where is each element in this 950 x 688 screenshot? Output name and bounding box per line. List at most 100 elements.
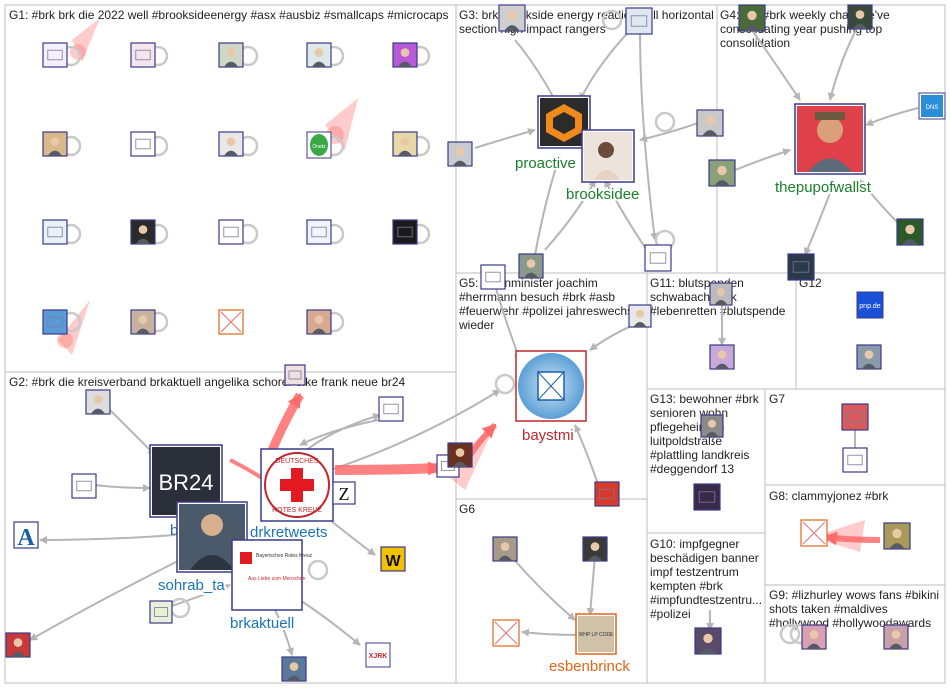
broken-image-icon xyxy=(494,621,518,645)
group-label-g10: G10: impfgegner beschädigen banner impf … xyxy=(650,537,765,621)
node-brkaktuell[interactable]: Bayerisches Rotes Kreuz Aus Liebe zum Me… xyxy=(231,539,313,611)
node-thepupofwallst[interactable] xyxy=(794,103,866,175)
node-broken-image[interactable] xyxy=(800,519,828,547)
node-broken-image[interactable] xyxy=(492,619,520,647)
node-avatar[interactable] xyxy=(708,159,736,187)
node-avatar[interactable] xyxy=(801,624,827,650)
node-avatar[interactable] xyxy=(71,473,97,499)
node-avatar[interactable] xyxy=(130,309,156,335)
group-label-g7: G7 xyxy=(769,392,785,406)
avatar-icon xyxy=(500,542,510,551)
self-loop-icon xyxy=(57,332,73,348)
node-avatar[interactable] xyxy=(498,4,526,32)
node-avatar[interactable] xyxy=(130,42,156,68)
node-avatar[interactable] xyxy=(218,42,244,68)
node-avatar[interactable] xyxy=(306,309,332,335)
node-xjrk[interactable]: XJRK xyxy=(365,642,391,668)
edge-strong xyxy=(334,461,442,476)
node-avatar[interactable] xyxy=(594,481,620,507)
node-brooksidee[interactable] xyxy=(581,129,635,183)
node-avatar[interactable] xyxy=(883,522,911,550)
node-avatar[interactable] xyxy=(709,344,735,370)
node-avatar[interactable] xyxy=(284,364,306,386)
node-label-brooksidee-text: brooksidee xyxy=(566,186,639,203)
edge xyxy=(274,609,294,656)
xjrk-logo-text: XJRK xyxy=(369,653,388,660)
node-w-logo[interactable]: W xyxy=(380,546,406,572)
node-avatar[interactable] xyxy=(447,141,473,167)
node-onetz[interactable]: Onetz xyxy=(306,131,332,159)
node-avatar[interactable] xyxy=(694,627,722,655)
node-avatar[interactable] xyxy=(218,131,244,157)
node-avatar[interactable] xyxy=(856,344,882,370)
node-avatar[interactable] xyxy=(709,282,733,306)
edge xyxy=(94,483,151,492)
node-avatar[interactable] xyxy=(306,42,332,68)
edge xyxy=(827,21,861,101)
node-label-thepupofwallst-text: thepupofwallst xyxy=(775,179,872,196)
node-avatar[interactable] xyxy=(42,309,68,335)
edge xyxy=(751,29,801,101)
node-avatar[interactable] xyxy=(842,447,868,473)
logo-icon xyxy=(383,403,399,415)
node-avatar[interactable] xyxy=(149,600,173,624)
logo-icon xyxy=(397,226,413,238)
node-avatar[interactable] xyxy=(130,131,156,157)
node-avatar[interactable] xyxy=(896,218,924,246)
node-avatar[interactable] xyxy=(392,131,418,157)
node-avatar[interactable] xyxy=(696,109,724,137)
group-label-g3: G3: brk brookside energy readies drill h… xyxy=(459,8,717,36)
node-avatar[interactable] xyxy=(644,244,672,272)
node-avatar[interactable] xyxy=(130,219,156,245)
node-avatar[interactable] xyxy=(42,219,68,245)
node-avatar[interactable] xyxy=(281,656,307,682)
node-avatar[interactable] xyxy=(693,483,721,511)
node-avatar[interactable] xyxy=(218,219,244,245)
node-avatar[interactable] xyxy=(392,42,418,68)
node-z-logo[interactable]: Z xyxy=(332,481,356,505)
node-avatar[interactable] xyxy=(492,536,518,562)
avatar-icon xyxy=(598,142,614,158)
node-a-logo[interactable]: A xyxy=(13,521,39,551)
edge-strong xyxy=(823,531,881,546)
node-sohrab[interactable] xyxy=(176,501,248,573)
node-baystmi[interactable] xyxy=(515,350,587,422)
node-avatar[interactable] xyxy=(85,389,111,415)
edge xyxy=(329,389,501,471)
node-avatar[interactable] xyxy=(5,632,31,658)
node-avatar[interactable] xyxy=(841,403,869,431)
node-avatar[interactable] xyxy=(306,219,332,245)
node-proactive[interactable] xyxy=(537,95,591,149)
node-dns[interactable]: DNS xyxy=(918,92,946,120)
node-avatar[interactable] xyxy=(518,253,544,279)
node-avatar[interactable] xyxy=(392,219,418,245)
node-avatar[interactable] xyxy=(700,414,724,438)
avatar-icon xyxy=(138,225,148,234)
logo-icon xyxy=(288,370,302,380)
node-avatar[interactable] xyxy=(480,264,506,290)
node-pnp[interactable]: pnp.de xyxy=(856,291,884,319)
logo-icon xyxy=(649,252,667,264)
group-boxes xyxy=(4,4,946,684)
node-avatar[interactable] xyxy=(42,131,68,157)
node-avatar[interactable] xyxy=(883,624,909,650)
brk-logo-text: Bayerisches Rotes Kreuz xyxy=(256,553,313,559)
node-avatar[interactable] xyxy=(378,396,404,422)
node-avatar[interactable] xyxy=(847,4,873,30)
node-avatar[interactable] xyxy=(447,442,473,468)
avatar-icon xyxy=(892,528,902,539)
node-avatar[interactable] xyxy=(787,253,815,281)
node-avatar[interactable] xyxy=(582,536,608,562)
avatar-icon xyxy=(703,633,713,644)
node-esbenbrinck[interactable]: WHP LP CODE xyxy=(575,613,617,655)
node-label-thepupofwallst: thepupofwallst xyxy=(775,179,872,196)
node-drkretweets[interactable]: DEUTSCHES ROTES KREUZ xyxy=(260,448,334,522)
edge xyxy=(299,599,361,646)
node-avatar[interactable] xyxy=(738,4,766,32)
node-avatar[interactable] xyxy=(42,42,68,68)
node-avatar[interactable] xyxy=(628,304,652,328)
group-label-g6: G6 xyxy=(459,502,475,516)
node-broken-image[interactable] xyxy=(218,309,244,335)
avatar-icon xyxy=(717,350,727,359)
node-avatar[interactable] xyxy=(625,7,653,35)
